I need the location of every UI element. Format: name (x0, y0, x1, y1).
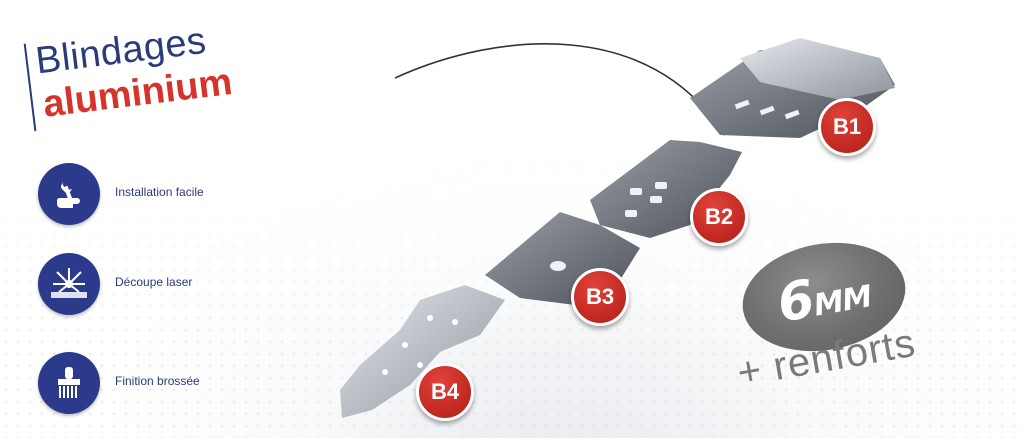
feature-finition: Finition brossée (38, 352, 278, 414)
feature-laser: Découpe laser (38, 253, 278, 315)
wrench-hand-icon (38, 163, 100, 225)
feature-label: Installation facile (115, 185, 204, 199)
laser-burst-icon (38, 253, 100, 315)
thickness-value: 6 (773, 269, 819, 335)
brush-icon (38, 352, 100, 414)
feature-label: Découpe laser (115, 275, 193, 289)
feature-label: Finition brossée (115, 374, 200, 388)
badge-b2: B2 (690, 188, 748, 246)
thickness-unit: MM (811, 279, 875, 324)
badge-b1: B1 (818, 98, 876, 156)
feature-installation: Installation facile (38, 163, 278, 225)
badge-b3: B3 (571, 268, 629, 326)
plate-b2 (590, 140, 742, 238)
plate-b4 (340, 285, 505, 418)
badge-b4: B4 (416, 363, 474, 421)
arrow-curve (394, 43, 723, 133)
